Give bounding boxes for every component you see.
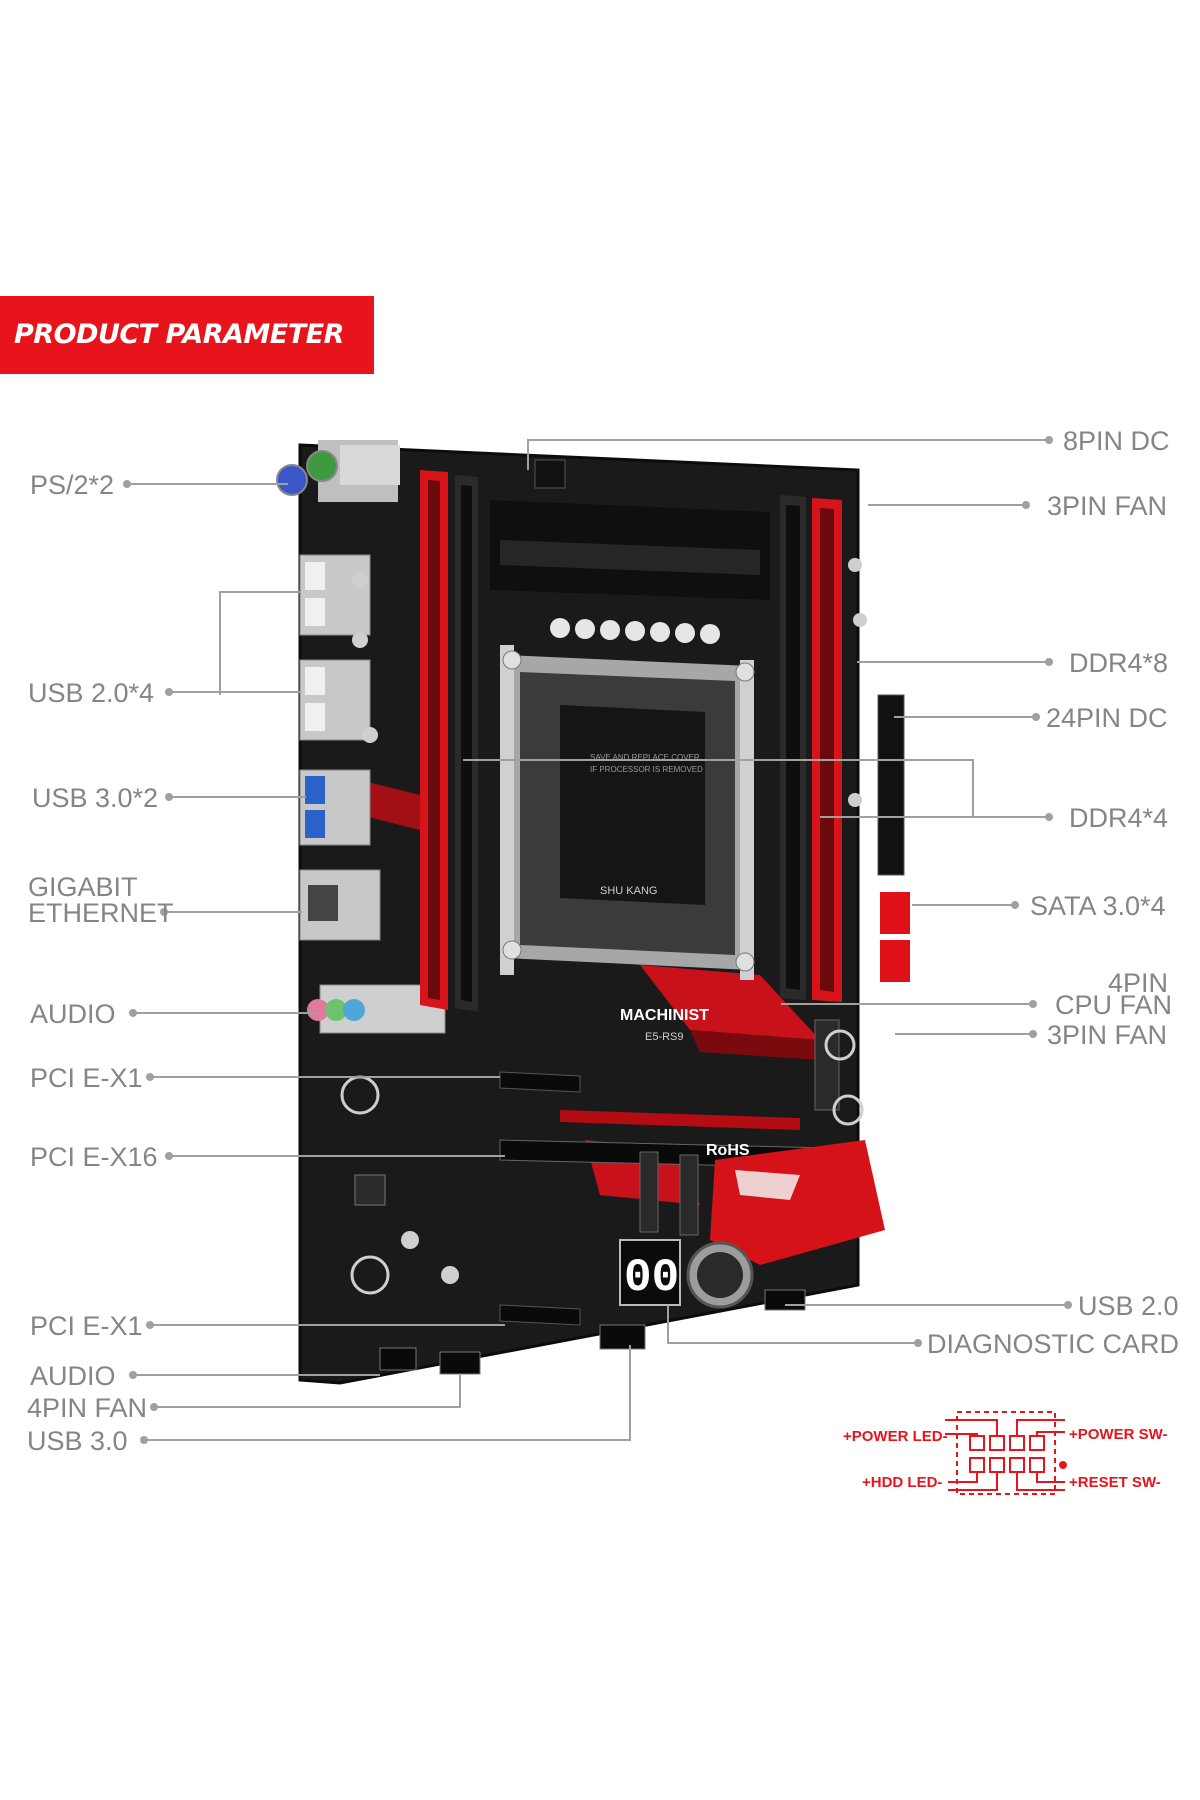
audio-header[interactable] — [379, 1347, 417, 1371]
usb20-header[interactable] — [764, 1289, 806, 1311]
label-8pin-dc: 8PIN DC — [1063, 426, 1170, 456]
vrm-capacitors — [550, 618, 720, 644]
red-accent-stripe — [640, 965, 820, 1040]
leader-lines — [127, 439, 1068, 1441]
board-model: E5-RS9 — [645, 1031, 684, 1043]
left-labels: PS/2*2 USB 2.0*4 USB 3.0*2 GIGABIT ETHER… — [27, 470, 174, 1456]
label-ddr4-8: DDR4*8 — [1069, 648, 1168, 678]
dimm-slots-left — [420, 470, 478, 1012]
label-pcie-x1-bottom: PCI E-X1 — [30, 1311, 143, 1341]
product-parameter-banner: PRODUCT PARAMETER — [0, 296, 374, 374]
vrm-heatsink — [490, 459, 770, 600]
label-ps2: PS/2*2 — [30, 470, 114, 500]
ps2-keyboard-port[interactable] — [276, 464, 308, 496]
label-pcie-x1-top: PCI E-X1 — [30, 1063, 143, 1093]
label-audio-top: AUDIO — [30, 999, 116, 1029]
banner-title: PRODUCT PARAMETER — [14, 319, 344, 350]
8pin-dc-connector[interactable] — [534, 459, 566, 489]
label-ethernet: ETHERNET — [28, 898, 174, 928]
label-usb20-right: USB 2.0 — [1078, 1291, 1179, 1321]
label-usb20: USB 2.0*4 — [28, 678, 154, 708]
audio-jack-blue[interactable] — [343, 999, 365, 1021]
4pin-fan-header[interactable] — [439, 1351, 481, 1375]
label-3pin-fan-top: 3PIN FAN — [1047, 491, 1167, 521]
label-usb30: USB 3.0*2 — [32, 783, 158, 813]
label-pcie-x16: PCI E-X16 — [30, 1142, 158, 1172]
label-usb30-bottom: USB 3.0 — [27, 1426, 128, 1456]
pin-power-sw: +POWER SW- — [1069, 1426, 1167, 1443]
label-ddr4-4: DDR4*4 — [1069, 803, 1168, 833]
label-cpu-fan-line1: 4PIN — [1108, 968, 1168, 998]
label-4pin-fan: 4PIN FAN — [27, 1393, 147, 1423]
audio-jack-green[interactable] — [325, 999, 347, 1021]
label-diagnostic-card: DIAGNOSTIC CARD — [927, 1329, 1179, 1359]
audio-jack-pink[interactable] — [307, 999, 329, 1021]
usb30-header[interactable] — [599, 1324, 646, 1350]
label-sata: SATA 3.0*4 — [1030, 891, 1166, 921]
motherboard: SHU KANG SAVE AND REPLACE COVER IF PROCE… — [276, 440, 910, 1385]
24pin-dc-connector[interactable] — [877, 694, 905, 876]
sata-connectors[interactable] — [880, 892, 910, 982]
label-24pin-dc: 24PIN DC — [1046, 703, 1168, 733]
leader-dots — [123, 436, 1072, 1444]
socket-cover-text: SHU KANG — [600, 885, 657, 897]
front-panel-pin-diagram: +POWER LED- +POWER SW- +HDD LED- +RESET … — [843, 1411, 1167, 1495]
label-gigabit: GIGABIT — [28, 872, 138, 902]
diagnostic-display: 00 — [624, 1252, 679, 1304]
pcie-x1-bottom-slot[interactable] — [499, 1304, 581, 1326]
ps2-mouse-port[interactable] — [306, 450, 338, 482]
dimm-slots-right — [780, 495, 842, 1002]
rohs-mark: RoHS — [706, 1142, 750, 1159]
svg-text:SAVE AND REPLACE COVER: SAVE AND REPLACE COVER — [590, 753, 700, 762]
label-3pin-fan-bottom: 3PIN FAN — [1047, 1020, 1167, 1050]
board-brand: MACHINIST — [620, 1007, 709, 1024]
label-cpu-fan-line2: CPU FAN — [1055, 990, 1172, 1020]
svg-text:IF PROCESSOR IS REMOVED: IF PROCESSOR IS REMOVED — [590, 765, 703, 774]
pin-power-led: +POWER LED- — [843, 1428, 948, 1445]
pin-reset-sw: +RESET SW- — [1069, 1474, 1161, 1491]
io-panel — [276, 440, 446, 1034]
cpu-socket: SHU KANG SAVE AND REPLACE COVER IF PROCE… — [500, 645, 755, 980]
pin-hdd-led: +HDD LED- — [862, 1474, 942, 1491]
right-labels: 8PIN DC 3PIN FAN DDR4*8 24PIN DC DDR4*4 … — [927, 426, 1179, 1359]
label-audio-bottom: AUDIO — [30, 1361, 116, 1391]
chipset-heatsink — [710, 1140, 885, 1265]
pcie-x1-top-slot[interactable] — [499, 1071, 581, 1093]
small-components — [340, 558, 867, 1295]
